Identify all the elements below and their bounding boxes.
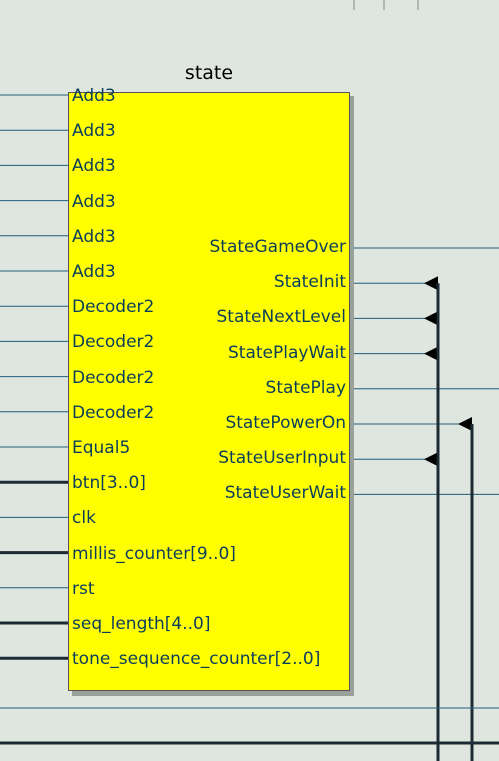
- input-pin-label: Add3: [72, 262, 116, 282]
- input-pin-label: btn[3..0]: [72, 473, 146, 494]
- input-wires: [0, 94, 68, 660]
- output-pin-label: StateNextLevel: [216, 307, 346, 328]
- output-pin-label: StatePlayWait: [228, 342, 346, 363]
- state-block[interactable]: [68, 92, 350, 691]
- input-pin-label: Equal5: [72, 438, 131, 458]
- input-pin-label: Add3: [72, 86, 116, 106]
- background-grid-lines: [353, 0, 419, 10]
- input-pin-label: Add3: [72, 226, 116, 247]
- arrow-head: [458, 417, 472, 431]
- output-pin-label: StateInit: [273, 272, 346, 293]
- arrow-head: [424, 452, 438, 467]
- input-pin-label: Decoder2: [72, 402, 155, 423]
- input-pin-label: Add3: [72, 191, 116, 212]
- block-title: state: [184, 62, 234, 84]
- output-pin-label: StatePowerOn: [225, 413, 346, 433]
- input-pin-label: Decoder2: [72, 332, 155, 353]
- arrow-head: [424, 346, 438, 361]
- input-pin-label: Decoder2: [72, 367, 155, 388]
- input-pin-label: Add3: [72, 156, 116, 177]
- input-pin-label: rst: [72, 578, 95, 599]
- arrow-head: [424, 276, 438, 291]
- output-pin-label: StateUserWait: [224, 483, 346, 504]
- input-pin-label: tone_sequence_counter[2..0]: [72, 649, 321, 670]
- input-pin-label: Add3: [72, 121, 116, 142]
- input-pin-label: clk: [72, 508, 96, 529]
- input-pin-label: Decoder2: [72, 297, 155, 318]
- output-wires: [350, 247, 499, 761]
- bottom-bus-wires: [0, 707, 499, 745]
- output-pin-label: StatePlay: [265, 377, 346, 398]
- input-pin-label: millis_counter[9..0]: [72, 543, 236, 564]
- arrow-head: [424, 311, 438, 326]
- output-pin-label: StateUserInput: [218, 448, 346, 469]
- input-pin-label: seq_length[4..0]: [72, 614, 211, 634]
- output-pin-label: StateGameOver: [209, 237, 347, 257]
